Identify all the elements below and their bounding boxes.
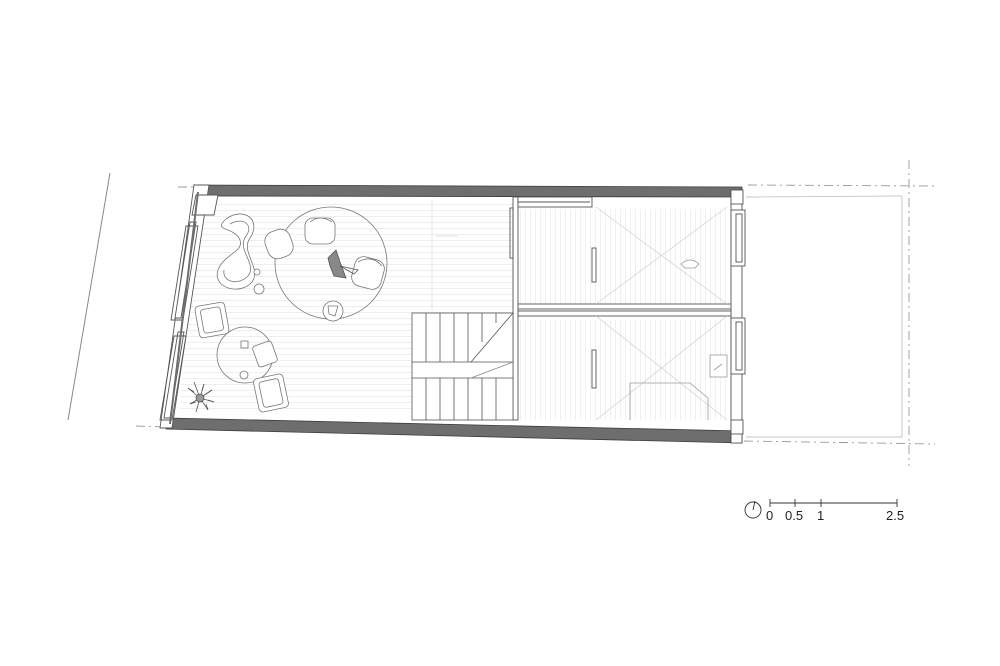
scale-label-0: 0 bbox=[766, 508, 773, 523]
reference-lines bbox=[431, 199, 458, 310]
scale-label-2-5: 2.5 bbox=[886, 508, 904, 523]
staircase bbox=[411, 312, 514, 421]
lamp-fixture bbox=[680, 259, 700, 269]
person-figure bbox=[327, 249, 359, 279]
potted-plant bbox=[187, 381, 215, 413]
figure-eight-sofa bbox=[216, 213, 265, 295]
back-room-floor-lower bbox=[518, 320, 727, 420]
scale-bar bbox=[769, 499, 898, 507]
round-dining-table bbox=[264, 206, 388, 322]
scale-label-0-5: 0.5 bbox=[785, 508, 803, 523]
bed-outline bbox=[629, 354, 728, 420]
north-arrow-icon bbox=[744, 500, 762, 519]
front-facade bbox=[159, 184, 219, 429]
rear-facade bbox=[730, 189, 746, 435]
scale-label-1: 1 bbox=[817, 508, 824, 523]
side-table-with-armchairs bbox=[194, 301, 289, 413]
back-room-floor-upper bbox=[518, 209, 727, 304]
rear-terrace-outline bbox=[745, 195, 903, 438]
void-cross-lines bbox=[595, 206, 728, 421]
left-boundary-line bbox=[67, 172, 111, 421]
